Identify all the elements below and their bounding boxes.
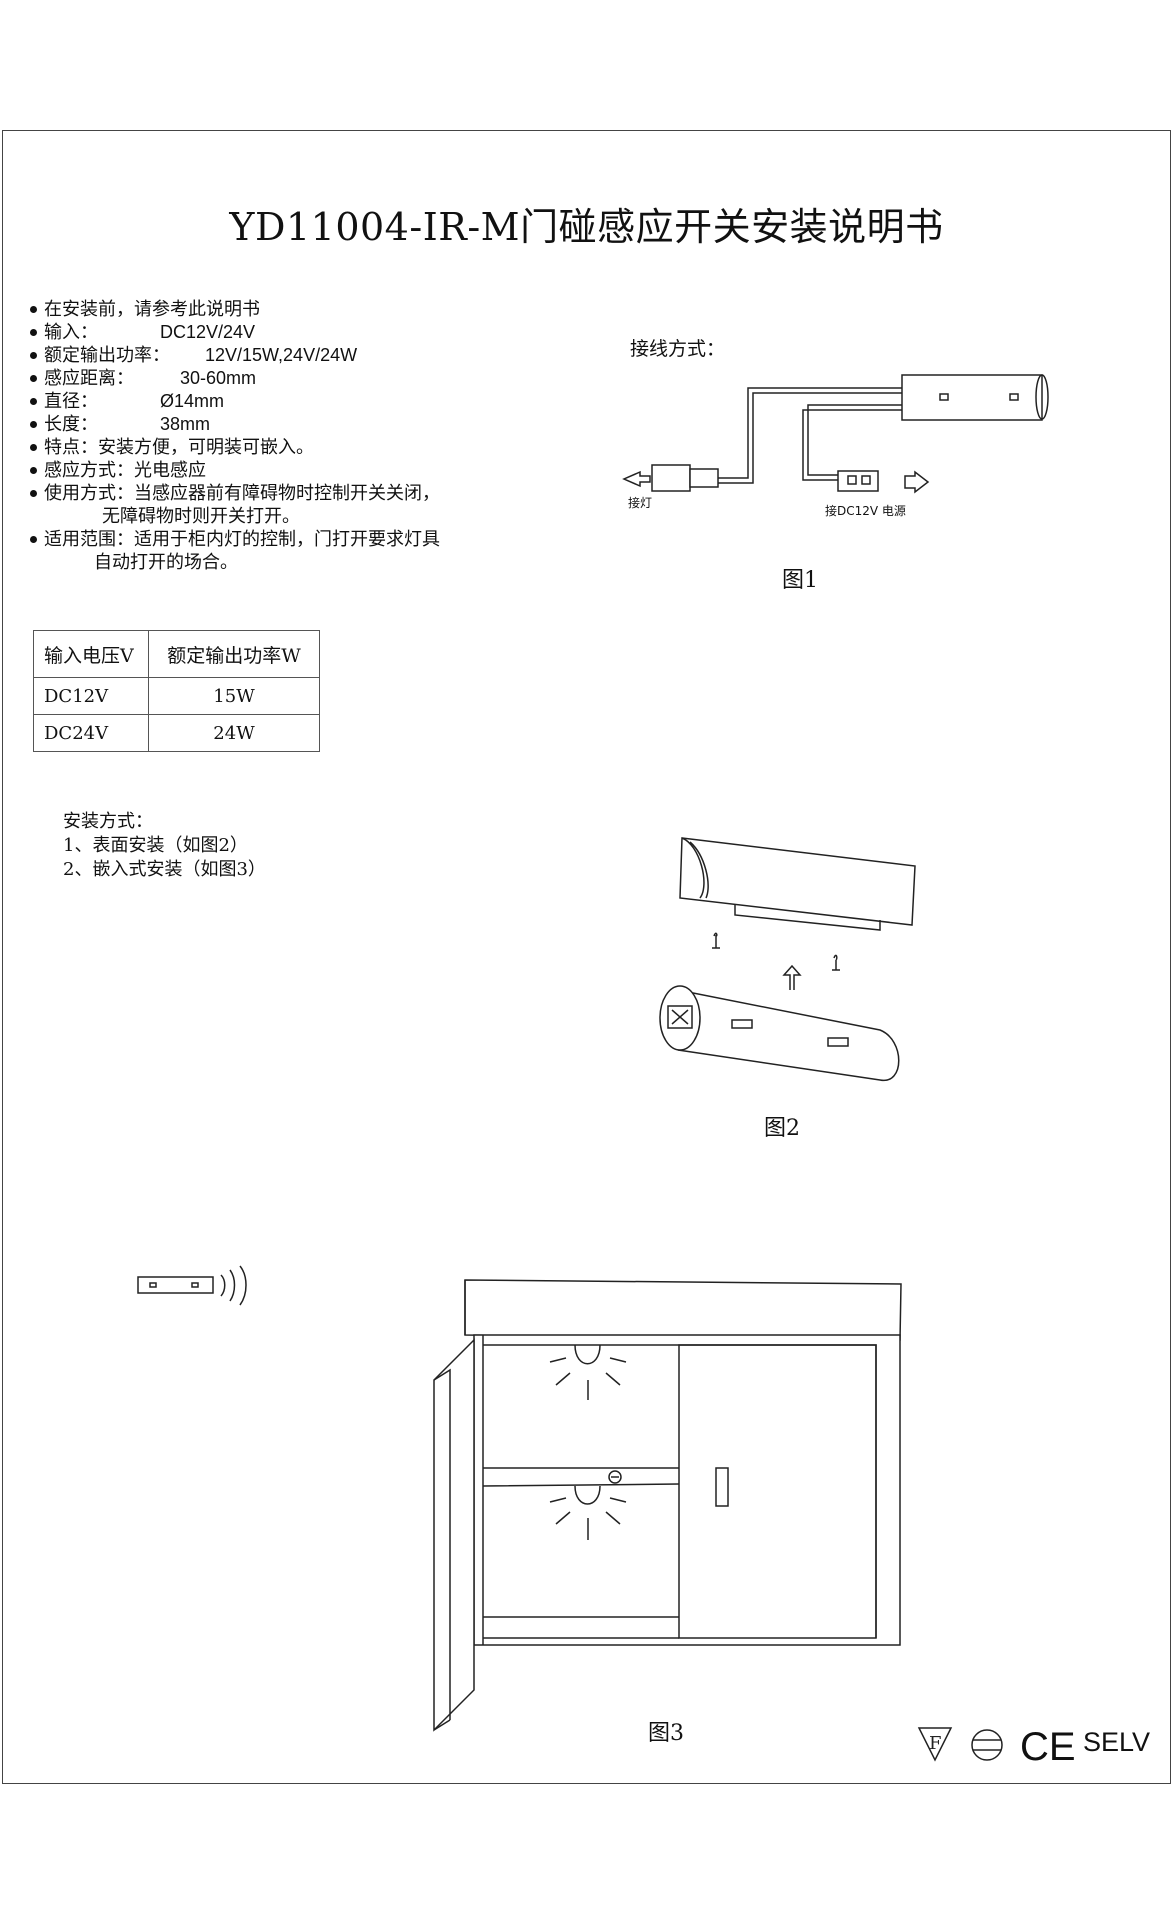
bullet-icon <box>30 467 37 474</box>
wiring-heading: 接线方式： <box>630 338 726 360</box>
bullet-icon <box>30 329 37 336</box>
spec-label: 长度： <box>44 414 98 435</box>
spec-item: 输入： DC12V/24V <box>30 321 590 344</box>
f-mark-icon <box>917 1727 953 1762</box>
power-connector <box>837 470 879 492</box>
spec-value: 12V/15W,24V/24W <box>205 345 358 365</box>
arrow-up-icon <box>782 964 802 990</box>
spec-continuation: 无障碍物时则开关打开。 <box>102 506 300 527</box>
table-row: DC12V 15W <box>33 677 320 715</box>
table-cell: 24W <box>148 714 320 752</box>
figure1-caption: 图1 <box>782 568 818 593</box>
power-label: 接DC12V 电源 <box>825 504 906 518</box>
spec-value: DC12V/24V <box>160 322 256 342</box>
spec-item: 使用方式：当感应器前有障碍物时控制开关关闭， 无障碍物时则开关打开。 <box>30 482 590 528</box>
spec-label: 特点：安装方便，可明装可嵌入。 <box>44 437 314 458</box>
bullet-icon <box>30 490 37 497</box>
mounting-clip <box>679 837 916 926</box>
install-item: 1、表面安装（如图2） <box>63 835 248 856</box>
lamp-label: 接灯 <box>628 496 653 510</box>
spec-value: 30-60mm <box>180 368 257 388</box>
page-frame <box>2 130 1171 1784</box>
page-title: YD11004-IR-M门碰感应开关安装说明书 <box>229 205 944 249</box>
lamp-icon <box>574 1344 601 1365</box>
figure2-caption: 图2 <box>764 1116 800 1141</box>
cabinet-left-door <box>433 1338 475 1732</box>
cabinet-right-door <box>678 1344 877 1639</box>
spec-label: 直径： <box>44 391 98 412</box>
certification-marks <box>917 1727 1003 1762</box>
lamp-icon <box>574 1485 601 1505</box>
spec-item: 感应方式：光电感应 <box>30 459 590 482</box>
signal-wave-icon <box>220 1274 226 1297</box>
spec-label: 输入： <box>44 322 98 343</box>
spec-item: 适用范围：适用于柜内灯的控制，门打开要求灯具 自动打开的场合。 <box>30 528 590 574</box>
install-methods: 安装方式： 1、表面安装（如图2） 2、嵌入式安装（如图3） <box>63 810 266 882</box>
power-wire <box>807 404 902 476</box>
screw-icon <box>832 954 840 971</box>
spec-label: 适用范围：适用于柜内灯的控制，门打开要求灯具 <box>44 529 440 550</box>
selv-mark: SELV <box>1083 1727 1151 1757</box>
install-item: 2、嵌入式安装（如图3） <box>63 859 266 880</box>
bullet-icon <box>30 536 37 543</box>
spec-label: 感应方式：光电感应 <box>44 460 206 481</box>
arrow-left-icon <box>622 470 651 488</box>
spec-continuation: 自动打开的场合。 <box>94 552 238 573</box>
table-row: DC24V 24W <box>33 714 320 752</box>
spec-label: 在安装前，请参考此说明书 <box>44 299 260 320</box>
spec-item: 感应距离： 30-60mm <box>30 367 590 390</box>
figure3-caption: 图3 <box>648 1721 684 1746</box>
spec-list: 在安装前，请参考此说明书 输入： DC12V/24V 额定输出功率： 12V/1… <box>30 298 590 574</box>
spec-label: 额定输出功率： <box>44 345 170 366</box>
surface-mount-diagram <box>659 837 916 1081</box>
ce-mark: CE <box>1020 1725 1076 1769</box>
door-handle <box>715 1467 729 1507</box>
f-mark-text: F <box>929 1733 942 1754</box>
arrow-right-icon <box>904 470 930 494</box>
table-cell: DC12V <box>33 677 149 715</box>
cabinet-top <box>464 1279 902 1341</box>
cabinet-body <box>473 1334 901 1646</box>
rating-table: 输入电压V 额定输出功率W DC12V 15W DC24V 24W <box>33 630 320 752</box>
class-iii-icon <box>971 1729 1003 1761</box>
bullet-icon <box>30 375 37 382</box>
bullet-icon <box>30 444 37 451</box>
spec-item: 额定输出功率： 12V/15W,24V/24W <box>30 344 590 367</box>
sensor-cylinder <box>677 989 900 1081</box>
lamp-wire <box>718 387 902 479</box>
spec-item: 直径： Ø14mm <box>30 390 590 413</box>
spec-label: 使用方式：当感应器前有障碍物时控制开关关闭， <box>44 483 440 504</box>
wiring-diagram <box>622 374 1049 494</box>
spec-item: 长度： 38mm <box>30 413 590 436</box>
table-cell: 15W <box>148 677 320 715</box>
sensor-body <box>901 374 1043 421</box>
table-cell: DC24V <box>33 714 149 752</box>
bullet-icon <box>30 306 37 313</box>
table-header-row: 输入电压V 额定输出功率W <box>33 630 320 678</box>
lamp-connector <box>651 464 691 492</box>
spec-item: 特点：安装方便，可明装可嵌入。 <box>30 436 590 459</box>
spec-value: Ø14mm <box>160 391 225 411</box>
table-header: 输入电压V <box>33 630 149 678</box>
bullet-icon <box>30 352 37 359</box>
spec-label: 感应距离： <box>44 368 134 389</box>
screw-icon <box>712 932 720 949</box>
table-header: 额定输出功率W <box>148 630 320 678</box>
bullet-icon <box>30 421 37 428</box>
sensor-end-cap <box>1035 374 1049 420</box>
bullet-icon <box>30 398 37 405</box>
spec-value: 38mm <box>160 414 211 434</box>
cabinet-shelf <box>482 1467 680 1487</box>
sensor-side-view <box>137 1276 214 1294</box>
spec-item: 在安装前，请参考此说明书 <box>30 298 590 321</box>
install-title: 安装方式： <box>63 811 153 832</box>
cabinet-diagram <box>137 1265 902 1732</box>
